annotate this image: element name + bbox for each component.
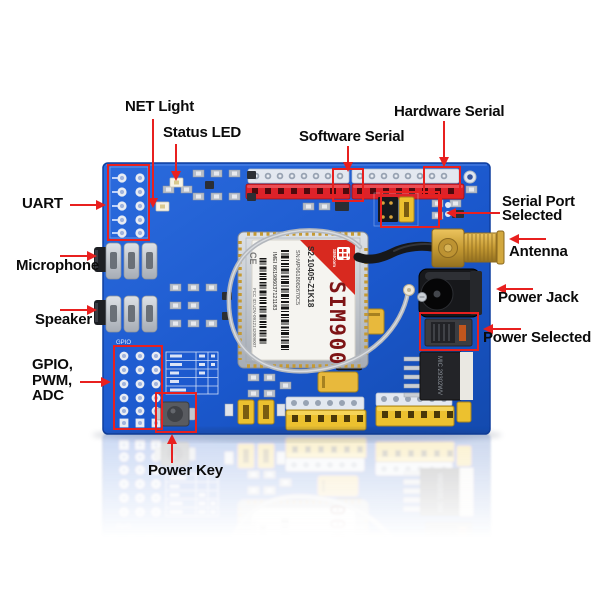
regulator-marking: MIC 29302WV bbox=[436, 356, 442, 395]
label-serial-port-line1: Serial Port bbox=[502, 193, 575, 210]
gpio-outline-box bbox=[113, 345, 163, 430]
speaker-arrowhead bbox=[87, 305, 97, 315]
tantalum-capacitor bbox=[317, 371, 359, 393]
top-female-header-holes: J22 bbox=[231, 168, 477, 184]
label-antenna: Antenna bbox=[509, 243, 568, 260]
board-reflection bbox=[94, 434, 504, 600]
sim900-module: SIMCom SIM900 CE FCC ID:UDV-091214200900… bbox=[237, 231, 369, 369]
label-uart: UART bbox=[22, 195, 63, 212]
label-status-led: Status LED bbox=[163, 124, 242, 141]
label-serial-port-line2: Selected bbox=[502, 207, 563, 224]
simcom-logo: SIMCom bbox=[332, 247, 350, 267]
annotation-shapes bbox=[60, 119, 546, 463]
hardware-serial-arrowhead bbox=[439, 157, 449, 167]
voltage-regulator: MIC 29302WV bbox=[403, 351, 473, 401]
svg-text:SN:MP0618082670C5: SN:MP0618082670C5 bbox=[294, 250, 300, 305]
label-gpio-line1: GPIO, bbox=[32, 356, 73, 373]
label-serial-port-selected: Serial Port Selected bbox=[502, 193, 575, 224]
power-key-button bbox=[154, 401, 196, 427]
uart-arrowhead bbox=[96, 200, 106, 210]
status-led-arrowhead bbox=[171, 171, 181, 181]
power-jack bbox=[417, 268, 482, 318]
label-power-selected: Power Selected bbox=[483, 329, 592, 346]
svg-text:SIMCom: SIMCom bbox=[332, 249, 337, 267]
serial-port-arrowhead bbox=[446, 208, 456, 218]
label-power-key: Power Key bbox=[148, 462, 223, 479]
power-selected-arrowhead bbox=[483, 324, 493, 334]
label-speaker: Speaker bbox=[35, 311, 92, 328]
serial-select-box bbox=[380, 191, 440, 228]
sim900-model-text: SIM900 bbox=[325, 281, 349, 366]
label-gpio-pwm-adc: GPIO, PWM, ADC bbox=[32, 357, 73, 404]
antenna-wire bbox=[226, 228, 415, 374]
silkscreen-gpio: GPIO bbox=[116, 340, 131, 346]
antenna-arrowhead bbox=[509, 234, 519, 244]
label-hardware-serial: Hardware Serial bbox=[394, 103, 505, 120]
label-power-jack: Power Jack bbox=[498, 289, 579, 306]
power-key-box bbox=[155, 392, 197, 433]
power-selected-box bbox=[419, 312, 479, 351]
label-software-serial: Software Serial bbox=[299, 128, 405, 145]
sim900-label: SIMCom SIM900 CE FCC ID:UDV-091214200900… bbox=[248, 239, 356, 366]
microphone-jack bbox=[94, 242, 158, 280]
uart-outline-box bbox=[107, 164, 150, 241]
silkscreen-pin-table bbox=[165, 351, 219, 395]
svg-text:CE: CE bbox=[248, 252, 258, 265]
label-net-light: NET Light bbox=[125, 98, 195, 115]
power-jack-arrowhead bbox=[496, 284, 506, 294]
gpio-arrowhead bbox=[101, 377, 111, 387]
serial-select-jumper-block bbox=[373, 192, 451, 227]
svg-text:IMEI 861986037121183: IMEI 861986037121183 bbox=[271, 252, 277, 310]
label-gpio-line2: PWM, bbox=[32, 371, 73, 389]
sma-antenna-connector bbox=[431, 228, 505, 268]
net-light-arrowhead bbox=[148, 198, 158, 208]
speaker-jack bbox=[94, 295, 158, 333]
software-serial-arrowhead bbox=[343, 162, 353, 172]
power-select-switch bbox=[424, 318, 473, 347]
microphone-arrowhead bbox=[87, 251, 97, 261]
label-gpio-line3: ADC bbox=[32, 387, 64, 404]
label-microphone: Microphone bbox=[16, 257, 99, 274]
bottom-headers bbox=[224, 392, 472, 431]
svg-text:S2-10405-Z1K18: S2-10405-Z1K18 bbox=[306, 246, 315, 308]
power-key-arrowhead bbox=[167, 434, 177, 444]
svg-text:FCC ID:UDV-0912142009007: FCC ID:UDV-0912142009007 bbox=[252, 288, 257, 348]
